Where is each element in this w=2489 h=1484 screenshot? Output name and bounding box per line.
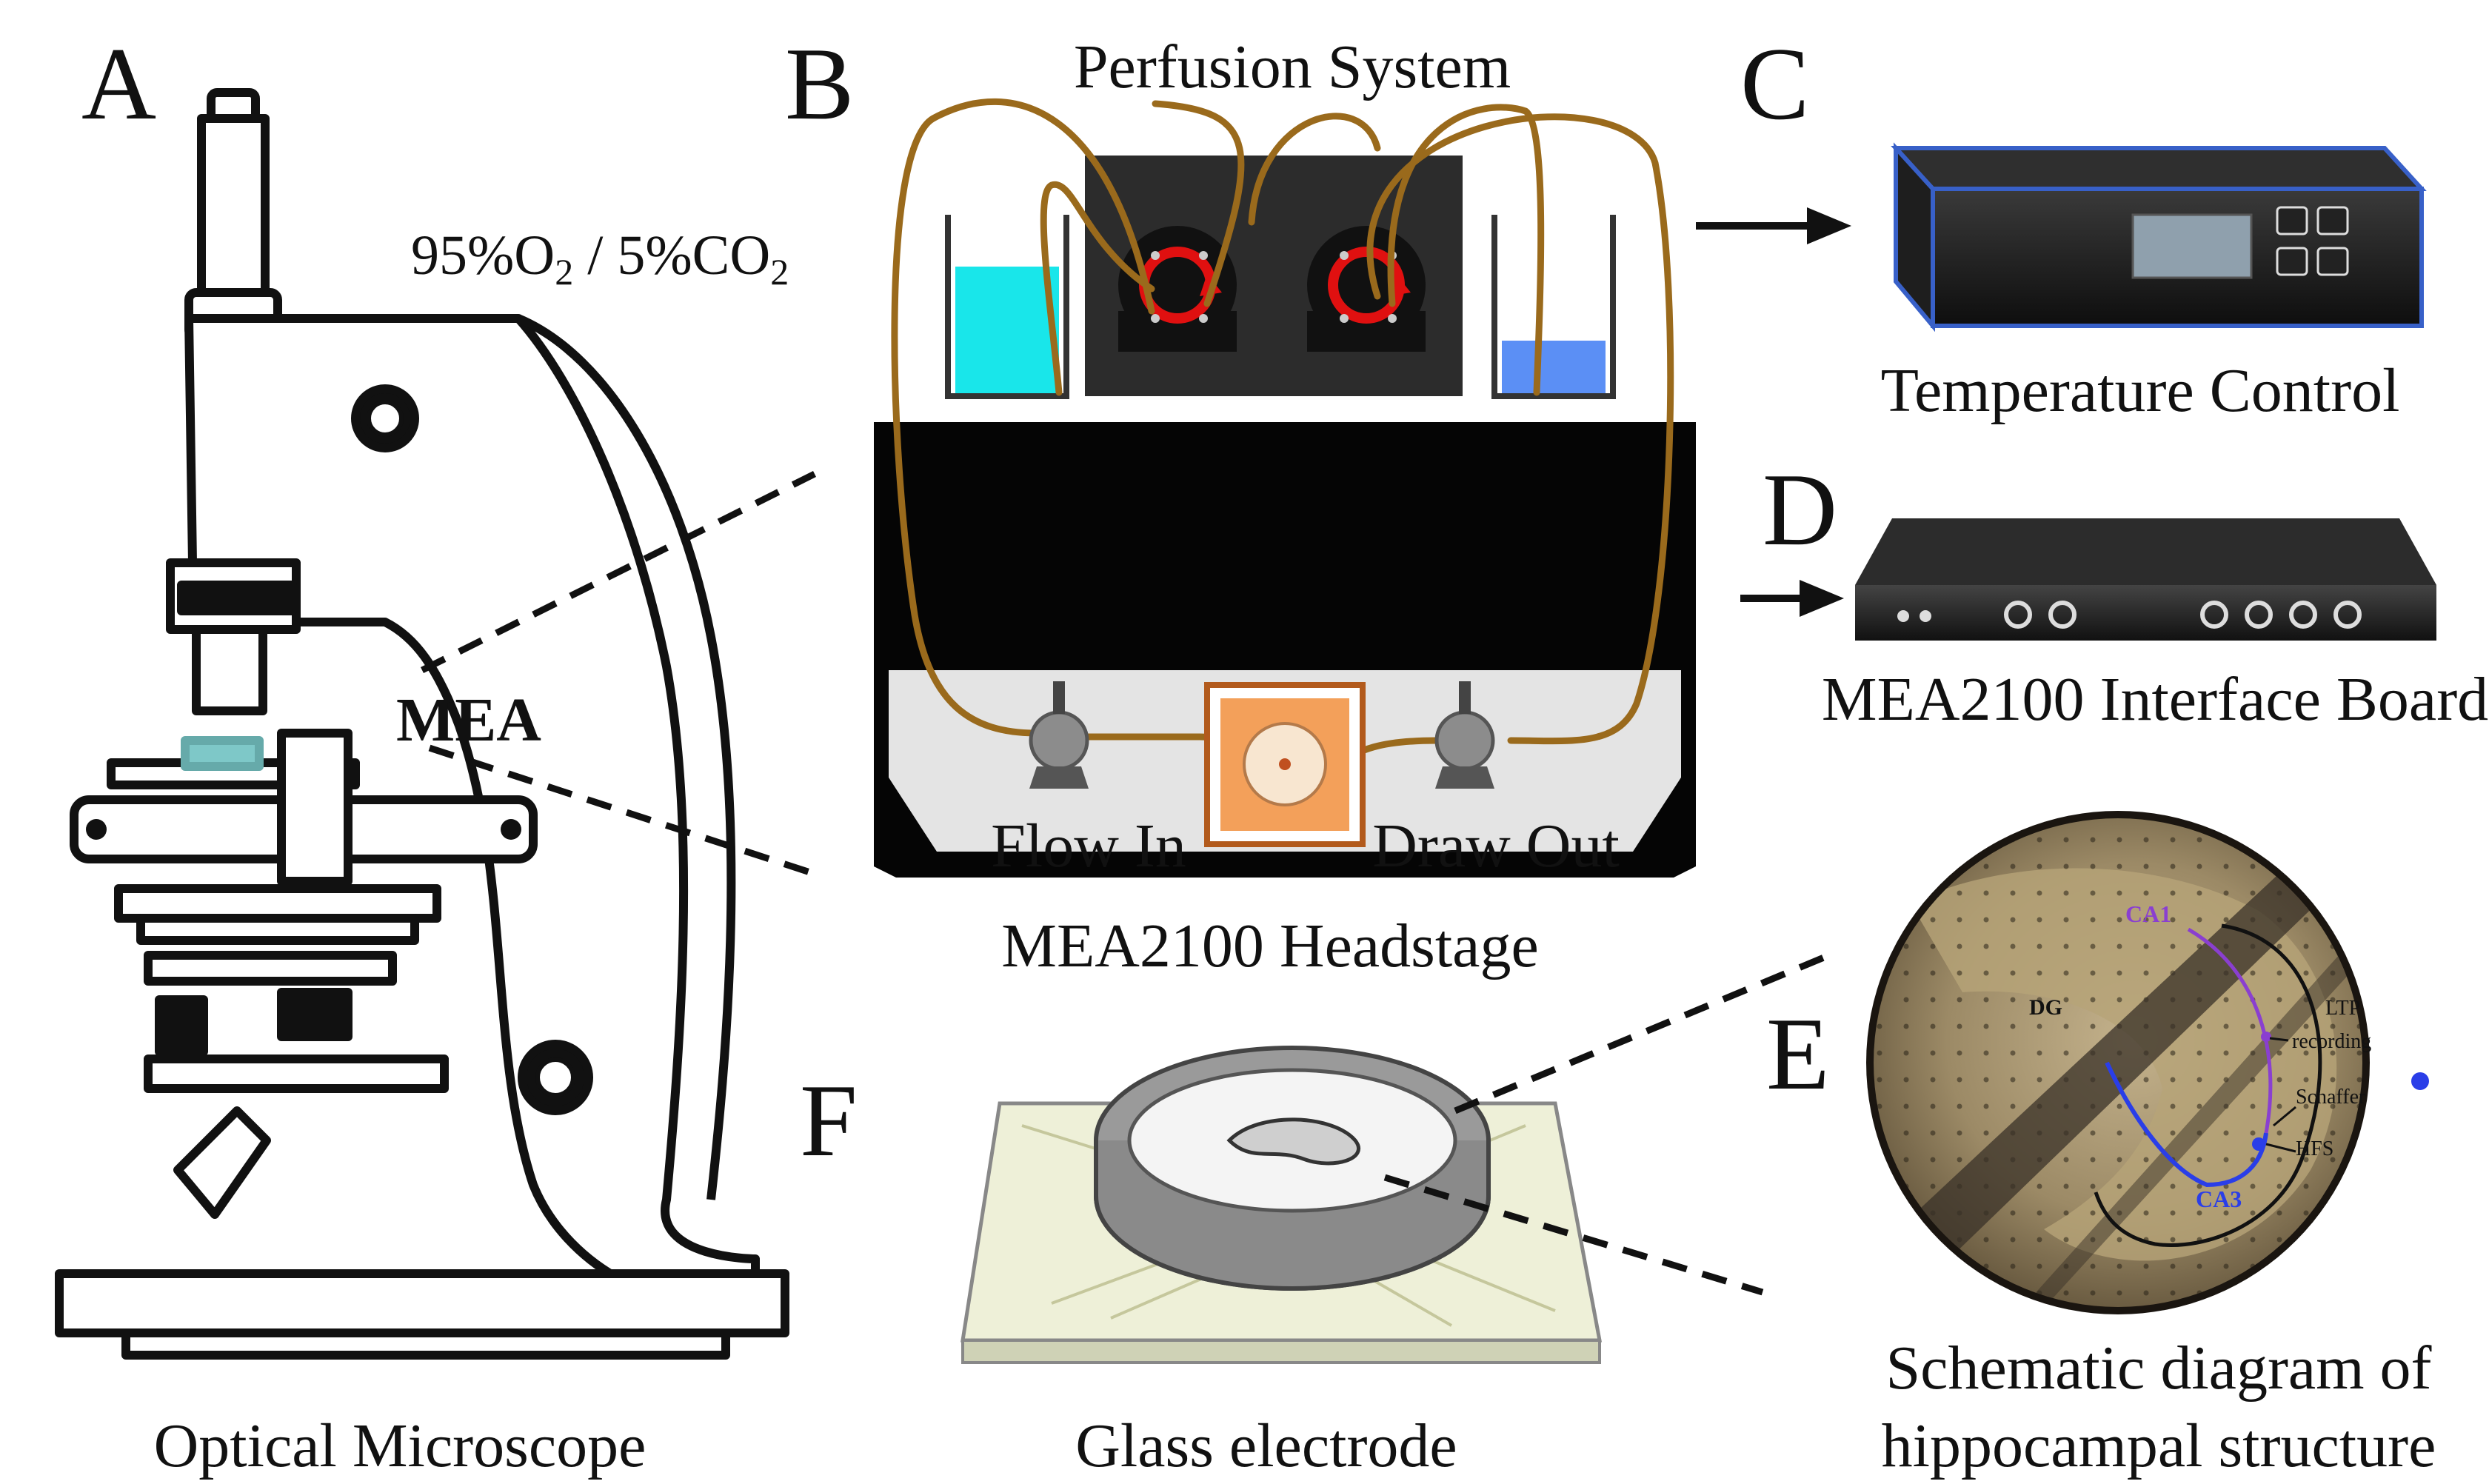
hfs-annotation: HFS bbox=[2296, 1137, 2333, 1160]
panel-label-d: D bbox=[1763, 452, 1837, 567]
panel-label-f: F bbox=[800, 1063, 858, 1178]
temperature-controller-device bbox=[1891, 142, 2427, 332]
hippocampal-slice-image: CA1 CA3 DG LTP recording Schaffer HFS bbox=[1866, 803, 2433, 1314]
inflow-valve bbox=[1029, 681, 1089, 789]
interface-board-caption: MEA2100 Interface Board bbox=[1822, 665, 2488, 734]
hippocampus-caption-line1: Schematic diagram of bbox=[1885, 1334, 2431, 1403]
ca1-annotation: CA1 bbox=[2125, 900, 2171, 927]
pump-head-left bbox=[1118, 226, 1237, 352]
ltp-annotation-line1: LTP bbox=[2325, 997, 2360, 1020]
mea-label: MEA bbox=[396, 686, 541, 755]
panel-label-e: E bbox=[1766, 997, 1830, 1112]
zoom-connector-lines bbox=[420, 470, 817, 878]
schaffer-annotation: Schaffer bbox=[2296, 1086, 2366, 1109]
draw-out-label: Draw Out bbox=[1372, 812, 1620, 880]
panel-label-a: A bbox=[81, 27, 156, 141]
hippocampus-caption-line2: hippocampal structure bbox=[1882, 1411, 2436, 1480]
panel-label-c: C bbox=[1740, 27, 1809, 141]
pump-head-right bbox=[1307, 226, 1426, 352]
gas-mixture-label: 95%O2 / 5%CO2 bbox=[411, 224, 789, 293]
arrow-to-temperature-control bbox=[1696, 207, 1851, 244]
outflow-valve bbox=[1434, 681, 1495, 789]
dg-annotation: DG bbox=[2029, 995, 2062, 1020]
glass-electrode-illustration bbox=[960, 1046, 1603, 1364]
flow-in-label: Flow In bbox=[991, 812, 1186, 880]
ca3-annotation: CA3 bbox=[2196, 1186, 2242, 1212]
glass-electrode-caption: Glass electrode bbox=[1075, 1411, 1457, 1480]
optical-microscope-caption: Optical Microscope bbox=[154, 1411, 647, 1480]
mea-chip bbox=[1204, 682, 1366, 847]
outflow-beaker bbox=[1491, 215, 1616, 399]
perfusion-tubing bbox=[891, 98, 1674, 774]
temperature-control-caption: Temperature Control bbox=[1881, 356, 2400, 425]
ltp-annotation-line2: recording bbox=[2292, 1030, 2371, 1053]
inflow-beaker bbox=[945, 215, 1069, 399]
panel-label-b: B bbox=[785, 27, 854, 141]
optical-microscope-illustration bbox=[55, 88, 789, 1360]
headstage-caption: MEA2100 Headstage bbox=[1001, 912, 1538, 980]
interface-board-device bbox=[1855, 518, 2436, 641]
zoom-connector-lines-electrode bbox=[1383, 952, 1831, 1296]
arrow-to-interface-board bbox=[1740, 580, 1844, 617]
perfusion-system-title: Perfusion System bbox=[1074, 33, 1511, 101]
